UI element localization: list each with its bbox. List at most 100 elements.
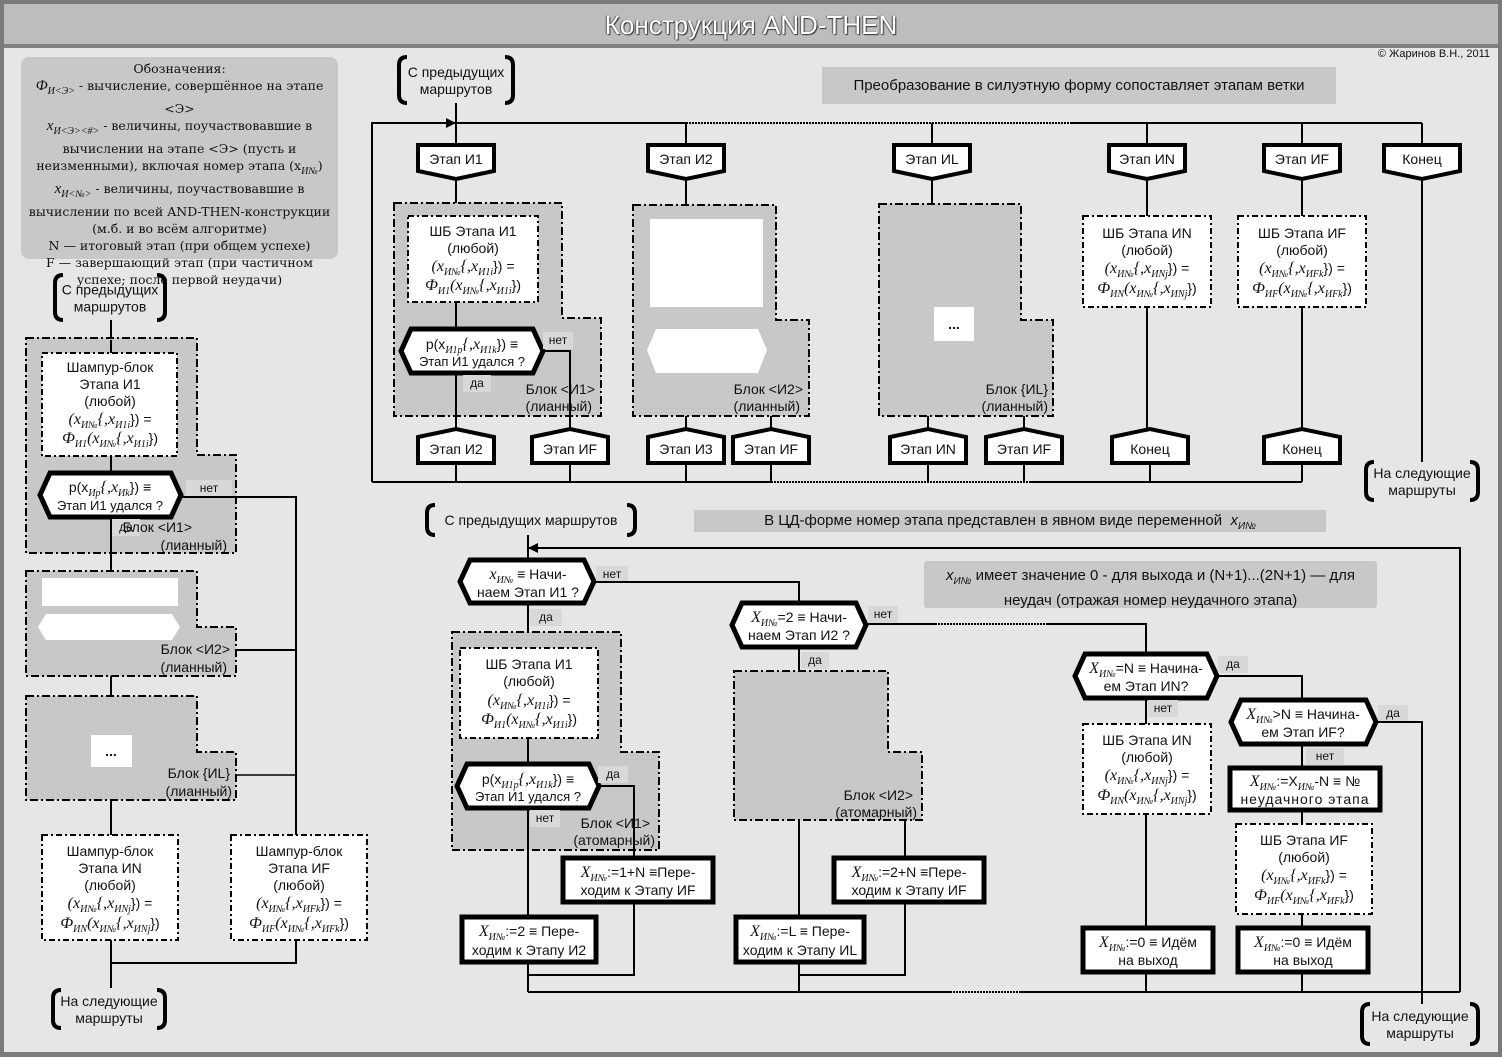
cd-to-next-terminal-right-bracket	[1469, 1002, 1480, 1046]
cd-sbN-formula-2: ФИN(xИ№{,xИNj})	[1097, 787, 1196, 807]
left-block-i1-kind: (лианный)	[161, 537, 227, 553]
cd-sbF-formula-1: (xИ№{,xИFk}) =	[1261, 867, 1347, 887]
legend-lines: ФИ<Э> - вычисление, совершённое на этапе…	[21, 77, 338, 288]
legend-line: xИ<№> - величины, поучаствовавшие в вычи…	[28, 181, 331, 236]
cd-block-i1-kind: (атомарный)	[573, 832, 655, 848]
sil-sbF-title: ШБ Этапа ИF	[1258, 225, 1346, 241]
left-sbF-line: Шампур-блок	[256, 843, 344, 859]
sil-top-stage-6-label: Конец	[1402, 151, 1441, 167]
sil-loop-line	[371, 122, 686, 482]
cd-qF-line2: ем Этап ИF?	[1261, 724, 1344, 740]
cd-qN-no-label: нет	[1154, 701, 1173, 715]
cd-qF-no-label-bg	[1306, 748, 1344, 765]
left-no-branch-line	[181, 496, 297, 835]
left-block-i1-title: Блок <И1>	[123, 519, 192, 535]
cd-qF-yes-label: да	[1386, 706, 1400, 720]
sil-block-i2-placeholder-hex	[647, 329, 767, 373]
sil-sbN-any: (любой)	[1121, 242, 1173, 258]
copyright: © Жаринов В.Н., 2011	[1377, 48, 1490, 60]
left-cond-no-label: нет	[200, 481, 219, 495]
sil-bottom-stage-5	[888, 426, 968, 465]
sil-to-next-terminal-left-bracket	[1364, 460, 1375, 502]
note-values-line2: неудач (отражая номер неудачного этапа)	[1003, 592, 1298, 609]
sil-bottom-stage-2-label: Этап ИF	[543, 441, 597, 457]
legend-line: ФИ<Э> - вычисление, совершённое на этапе…	[35, 78, 324, 116]
sil-block-il-kind: (лианный)	[982, 398, 1048, 414]
cd-condition-qF	[1228, 697, 1379, 747]
left-ellipsis: ...	[105, 743, 117, 759]
sil-top-stage-3	[892, 143, 972, 182]
cd-exit-f-line2: на выход	[1273, 952, 1332, 968]
left-sb1-stage: Этапа И1	[79, 376, 140, 392]
cd-qF-yes-label-bg	[1378, 705, 1408, 722]
cd-sbF-formula-2: ФИF(xИ№{,xИFk})	[1254, 887, 1354, 907]
cd-cond-yes-label-bg	[598, 766, 628, 783]
sil-sb1-title: ШБ Этапа И1	[429, 223, 516, 239]
sil-bottom-stage-1-label: Этап И2	[429, 441, 483, 457]
left-to-next-terminal-left-bracket	[51, 988, 62, 1030]
cd-set-1N-box	[560, 855, 716, 905]
cd-sbN-title: ШБ Этапа ИN	[1102, 732, 1191, 748]
cd-q1-no-label: нет	[603, 567, 622, 581]
left-ellipsis-box	[91, 735, 132, 767]
left-from-prev-terminal-label: С предыдущих	[62, 282, 159, 298]
sil-bottom-stage-1	[416, 426, 496, 465]
title-bar: Конструкция AND-THEN	[4, 4, 1498, 48]
cd-cond-question: Этап И1 удался ?	[475, 789, 581, 804]
sil-block-il-title: Блок {ИL}	[986, 381, 1049, 397]
cd-shampur-block-f	[1235, 823, 1373, 915]
sil-block-i2-kind: (лианный)	[734, 398, 800, 414]
note-values: xИ№ имеет значение 0 - для выхода и (N+1…	[924, 561, 1377, 609]
sil-top-stage-4	[1107, 143, 1187, 182]
sil-from-prev-terminal-label: маршрутов	[420, 81, 493, 97]
left-sbF-formula-1: (xИ№{,xИFk}) =	[256, 895, 342, 915]
cd-q1-yes-label-bg	[530, 609, 562, 626]
cd-sbF-title: ШБ Этапа ИF	[1260, 832, 1348, 848]
left-sb1-any: (любой)	[84, 393, 136, 409]
left-sbF-line: Этапа ИF	[268, 860, 330, 876]
cd-condition-qN	[1072, 651, 1220, 701]
connector-line	[1376, 721, 1423, 1004]
sil-cond-question: Этап И1 удался ?	[419, 354, 525, 369]
left-cond-yes-label: да	[119, 520, 133, 534]
formula-line-1: (xИ№{,xИ1i}) =	[488, 692, 571, 712]
legend-line: xИ<Э><#> - величины, поучаствовавшие в в…	[36, 118, 323, 177]
cd-from-prev-terminal-right-bracket	[626, 503, 637, 537]
left-condition-i1	[37, 470, 184, 520]
left-block-il-title: Блок {ИL}	[168, 765, 231, 781]
note-silhouette: Преобразование в силуэтную форму сопоста…	[822, 67, 1336, 104]
connector-line	[528, 902, 635, 976]
connector-line	[1217, 675, 1303, 700]
cd-set-fail-line1: XИ№:=XИ№-N ≡ №	[1249, 773, 1360, 793]
cd-q2-no-label-bg	[868, 606, 898, 623]
connector-line	[111, 940, 297, 964]
cd-shampur-block-i1	[459, 647, 599, 739]
left-cond-question: Этап И1 удался ?	[57, 498, 163, 513]
sil-top-stage-6	[1382, 143, 1462, 182]
note-cd-form-var: xИ№	[1230, 512, 1256, 532]
cd-cond-yes-label: да	[606, 767, 620, 781]
left-cond-formula: p(xИр{,xИk}) ≡	[69, 479, 151, 499]
left-to-next-terminal-right-bracket	[156, 988, 167, 1030]
cd-sbF-any: (любой)	[1278, 849, 1330, 865]
cd-cond-no-label-bg	[530, 810, 560, 827]
left-block-i2-placeholder-hex	[38, 614, 180, 640]
formula-line-2: ФИ1(xИ№{,xИ1i})	[62, 430, 158, 450]
sil-bottom-stage-3-label: Этап И3	[659, 441, 713, 457]
cd-qN-yes-label-bg	[1218, 656, 1248, 673]
sil-block-i2-placeholder-rect	[650, 219, 763, 307]
sil-cond-formula: p(xИ1p{,xИ1k}) ≡	[426, 336, 518, 356]
cd-q1-yes-label: да	[539, 610, 553, 624]
cd-set-L-line2: ходим к Этапу ИL	[743, 942, 857, 958]
sil-from-prev-terminal-label: С предыдущих	[408, 64, 505, 80]
formula-line-2: ФИ1(xИ№{,xИ1i})	[481, 711, 577, 731]
sil-top-stage-3-label: Этап ИL	[905, 151, 959, 167]
sil-from-prev-terminal-left-bracket	[397, 55, 408, 105]
formula-line-1: (xИ№{,xИ1i}) =	[432, 258, 515, 278]
cd-qN-yes-label: да	[1226, 657, 1240, 671]
cd-cond-formula: p(xИ1p{,xИ1k}) ≡	[482, 771, 574, 791]
sil-block-i2-title: Блок <И2>	[734, 381, 803, 397]
left-sbN-line: (любой)	[84, 877, 136, 893]
cd-exit-f-line1: XИ№:=0 ≡ Идём	[1253, 934, 1352, 954]
